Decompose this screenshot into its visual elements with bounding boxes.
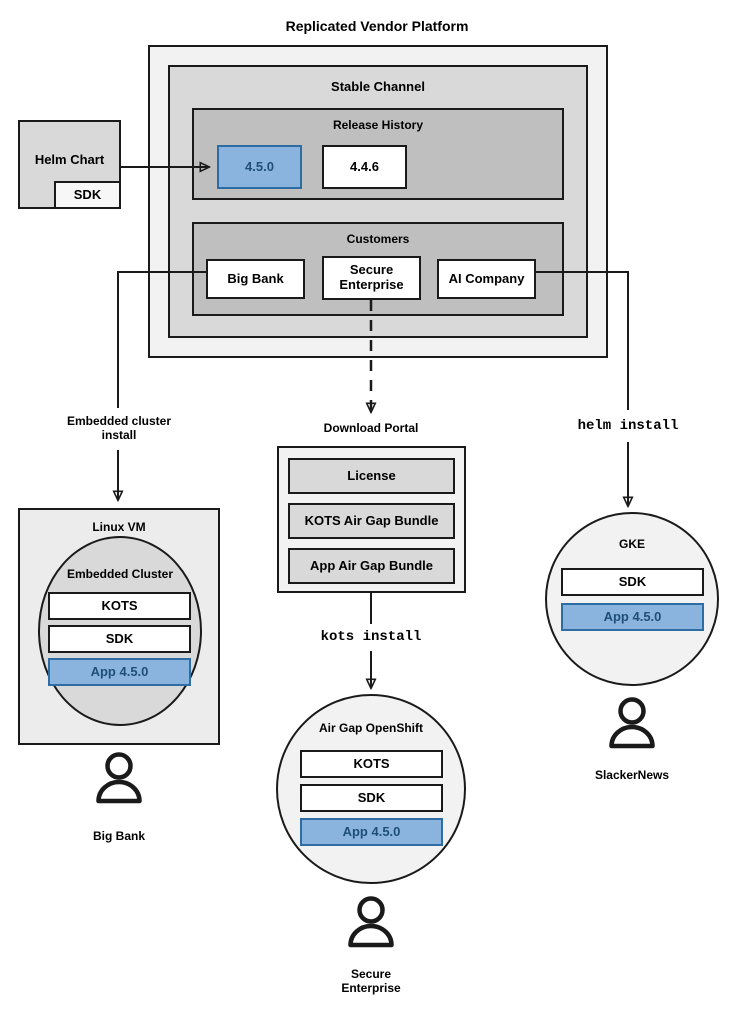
stable-channel-label: Stable Channel [331, 79, 425, 94]
component-label: App 4.5.0 [342, 823, 401, 839]
customer-chip-ai-company[interactable]: AI Company [437, 259, 536, 299]
customer-chip-secure-enterprise[interactable]: Secure Enterprise [322, 256, 421, 300]
component-label: KOTS [353, 755, 390, 771]
linux-vm-component-sdk[interactable]: SDK [48, 625, 191, 653]
caption-line2: Enterprise [341, 981, 401, 996]
edge-label-embedded-cluster-install: Embedded cluster install [46, 414, 192, 443]
air-gap-component-kots[interactable]: KOTS [300, 750, 443, 778]
customer-chip-big-bank[interactable]: Big Bank [206, 259, 305, 299]
edge-label-kots-install: kots install [320, 629, 422, 645]
customers-label: Customers [346, 232, 410, 246]
portal-artifact-kots-air-gap-bundle[interactable]: KOTS Air Gap Bundle [288, 503, 455, 539]
sdk-label: SDK [73, 186, 102, 202]
air-gap-openshift-label: Air Gap OpenShift [318, 721, 423, 735]
customer-name-label: Secure Enterprise [339, 262, 404, 293]
gke-circle [545, 512, 719, 686]
slackernews-customer-caption: SlackerNews [594, 768, 670, 782]
linux-vm-component-kots[interactable]: KOTS [48, 592, 191, 620]
gke-component-sdk[interactable]: SDK [561, 568, 704, 596]
component-label: SDK [618, 573, 647, 589]
artifact-label: App Air Gap Bundle [309, 557, 434, 573]
edge-label-helm-install: helm install [577, 418, 679, 434]
air-gap-component-app[interactable]: App 4.5.0 [300, 818, 443, 846]
slackernews-person-icon [605, 697, 659, 751]
helm-chart-label: Helm Chart [34, 152, 105, 167]
linux-vm-label: Linux VM [92, 520, 146, 534]
component-label: App 4.5.0 [603, 608, 662, 624]
component-label: SDK [105, 630, 134, 646]
artifact-label: KOTS Air Gap Bundle [304, 512, 439, 528]
big-bank-customer-caption: Big Bank [92, 829, 145, 843]
customer-name-line2: Enterprise [339, 277, 404, 292]
gke-component-app[interactable]: App 4.5.0 [561, 603, 704, 631]
component-label: SDK [357, 789, 386, 805]
portal-artifact-license[interactable]: License [288, 458, 455, 494]
portal-artifact-app-air-gap-bundle[interactable]: App Air Gap Bundle [288, 548, 455, 584]
edge-label-line1: Embedded cluster [66, 414, 172, 428]
customer-name-label: AI Company [448, 270, 525, 286]
air-gap-component-sdk[interactable]: SDK [300, 784, 443, 812]
secure-enterprise-person-icon [344, 896, 398, 950]
helm-chart-sdk-chip[interactable]: SDK [54, 181, 121, 209]
edge-label-line2: install [101, 427, 137, 442]
customer-name-line1: Secure [349, 262, 394, 278]
component-label: App 4.5.0 [90, 663, 149, 679]
secure-enterprise-customer-caption: Secure Enterprise [291, 967, 451, 996]
release-chip-4-4-6[interactable]: 4.4.6 [322, 145, 407, 189]
linux-vm-component-app[interactable]: App 4.5.0 [48, 658, 191, 686]
embedded-cluster-label: Embedded Cluster [66, 567, 174, 581]
big-bank-person-icon [92, 752, 146, 806]
diagram-title: Replicated Vendor Platform [285, 18, 469, 34]
release-version-label: 4.5.0 [245, 158, 274, 174]
caption-line1: Secure [350, 967, 392, 981]
download-portal-title: Download Portal [323, 421, 419, 435]
release-history-label: Release History [332, 118, 424, 132]
customer-name-label: Big Bank [227, 270, 284, 286]
release-version-label: 4.4.6 [350, 158, 379, 174]
component-label: KOTS [101, 597, 138, 613]
release-chip-4-5-0[interactable]: 4.5.0 [217, 145, 302, 189]
gke-label: GKE [618, 537, 645, 551]
artifact-label: License [347, 467, 396, 483]
